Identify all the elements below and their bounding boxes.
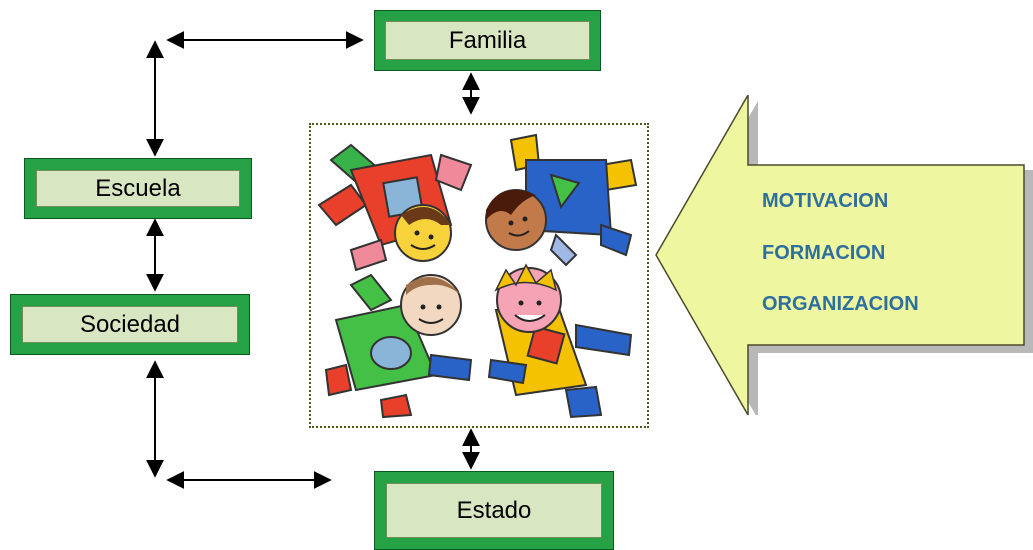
node-school-label: Escuela — [36, 170, 240, 207]
arrow-text-motivacion: MOTIVACION — [762, 190, 889, 212]
child-bottom-right — [487, 263, 633, 419]
child-top-left — [317, 143, 473, 272]
node-family-label: Familia — [385, 21, 590, 60]
big-left-arrow — [655, 95, 1033, 415]
node-family: Familia — [374, 10, 601, 71]
arrow-text-organizacion: ORGANIZACION — [762, 293, 919, 315]
node-society: Sociedad — [10, 294, 250, 355]
child-top-right — [485, 133, 638, 267]
node-state: Estado — [374, 471, 614, 550]
child-bottom-left — [324, 273, 473, 419]
children-illustration — [317, 133, 638, 419]
node-state-label: Estado — [386, 483, 602, 538]
node-school: Escuela — [24, 158, 252, 219]
arrow-text-formacion: FORMACION — [762, 242, 886, 264]
children-illustration-frame — [309, 123, 649, 428]
node-society-label: Sociedad — [22, 306, 238, 343]
